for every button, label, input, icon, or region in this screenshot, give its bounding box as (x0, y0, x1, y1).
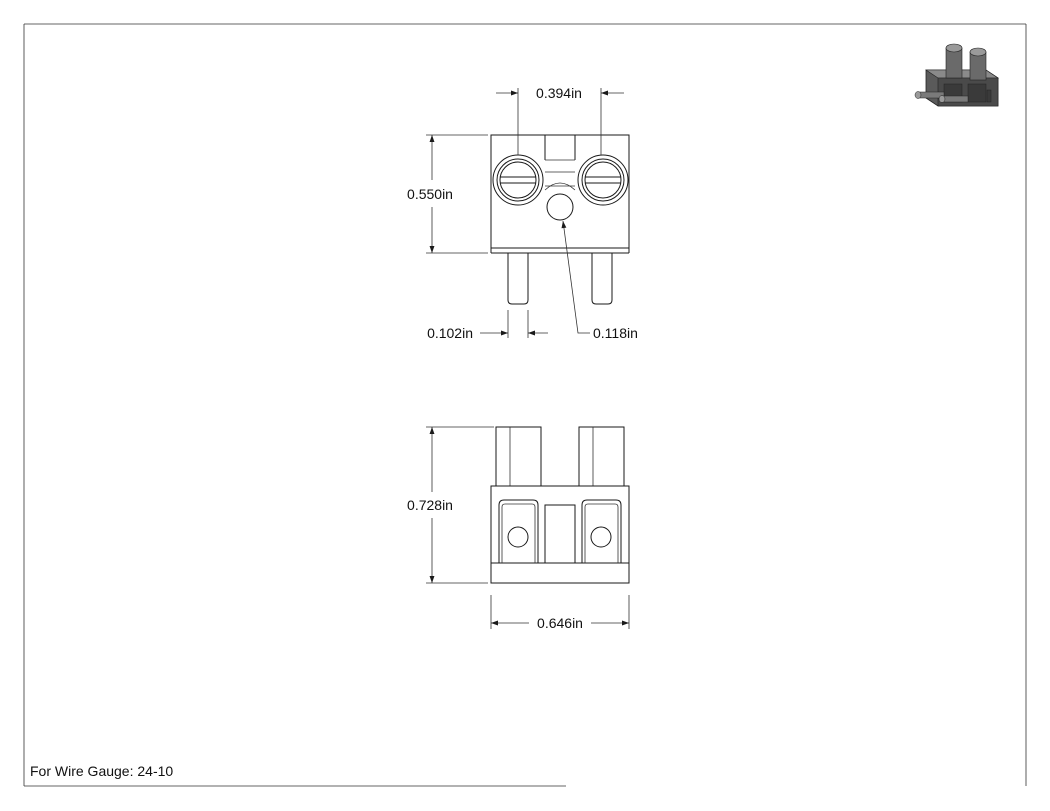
front-view (490, 134, 630, 305)
dim-height: 0.550in (407, 186, 453, 202)
sheet-border (23, 23, 1027, 787)
left-clamp (498, 499, 539, 563)
mounting-hole (546, 193, 574, 221)
side-view-dimensions: 0.728in 0.646in (407, 426, 630, 631)
dim-hole-diameter: 0.118in (593, 325, 638, 341)
isometric-thumbnail (914, 43, 999, 107)
side-view (490, 426, 630, 584)
dim-overall-width: 0.646in (537, 615, 583, 631)
front-view-dimensions: 0.394in 0.550in 0.102in 0.118in (407, 85, 638, 341)
left-pin (507, 253, 529, 305)
dim-screw-spacing: 0.394in (536, 85, 582, 101)
wire-gauge-note: For Wire Gauge: 24-10 (30, 763, 173, 779)
dim-overall-height: 0.728in (407, 497, 453, 513)
right-pin (591, 253, 613, 305)
dim-pin-width: 0.102in (427, 325, 473, 341)
right-clamp (581, 499, 622, 563)
right-screw (577, 154, 629, 206)
